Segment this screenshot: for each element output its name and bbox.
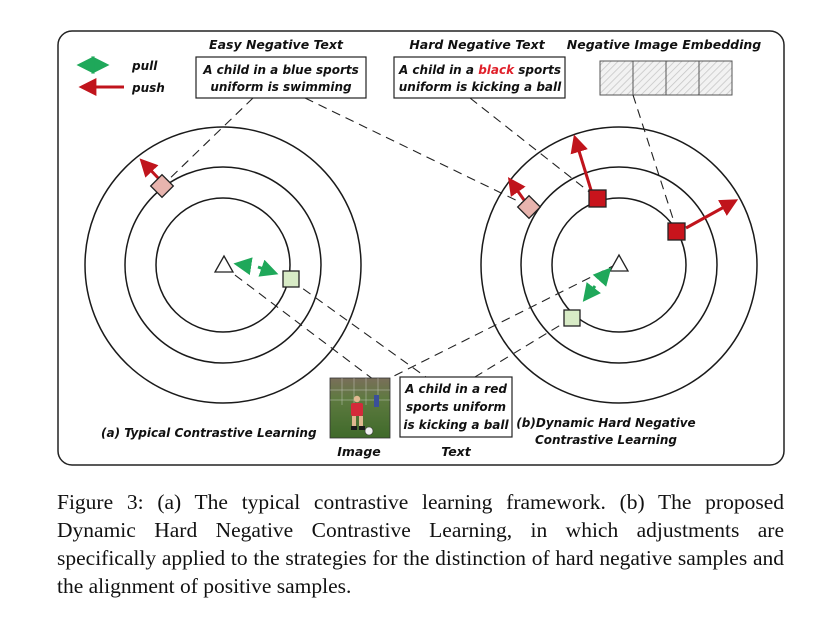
legend: pull push [76,56,165,96]
anchor-text-line3: is kicking a ball [403,418,509,432]
embedding-space-a [84,126,362,404]
anchor-text-box: A child in a red sports uniform is kicki… [399,376,513,438]
easy-negative-line2: uniform is swimming [210,80,352,94]
panel-b-title-line2: Contrastive Learning [535,433,677,447]
legend-pull-label: pull [131,59,158,73]
figure-diagram: pull push Easy Negative Text Hard Negati… [57,30,785,466]
figure-caption: Figure 3: (a) The typical contrastive le… [57,490,784,598]
hard-negative-line2: uniform is kicking a ball [399,80,562,94]
pull-arrows-b [582,267,612,302]
hard-negative-highlight-word: black [478,63,515,77]
hard-negative-text-box: A child in a black sports uniform is kic… [393,56,566,99]
easy-negative-text-box: A child in a blue sports uniform is swim… [195,56,367,99]
easy-negative-sample-b [507,177,542,220]
pull-arrows-a [233,257,279,277]
easy-negative-heading: Easy Negative Text [209,37,344,52]
embedding-space-b [480,126,758,404]
panel-a-title: (a) Typical Contrastive Learning [101,426,317,440]
negative-image-sample-b [667,199,739,241]
hard-negative-line1: A child in a black sports [398,63,561,77]
negative-image-heading: Negative Image Embedding [567,37,762,52]
anchor-text-line2: sports uniform [406,400,506,414]
dashed-connectors [162,94,678,384]
easy-negative-sample-a [139,158,175,199]
anchor-text-line1: A child in a red [404,382,507,396]
hard-negative-heading: Hard Negative Text [409,37,545,52]
image-label: Image [337,444,381,459]
positive-text-sample-b [563,309,581,327]
positive-text-sample-a [282,270,300,288]
image-anchor-triangle-b [608,253,630,272]
image-anchor-triangle-a [213,254,235,273]
text-label: Text [441,444,471,459]
negative-image-embedding [599,60,733,96]
figure-frame [57,30,785,466]
easy-negative-line1: A child in a blue sports [202,63,359,77]
hard-negative-sample-b [570,134,607,208]
panel-b-title-line1: (b)Dynamic Hard Negative [516,416,695,430]
legend-push-label: push [131,81,165,95]
anchor-image-photo [329,377,391,439]
